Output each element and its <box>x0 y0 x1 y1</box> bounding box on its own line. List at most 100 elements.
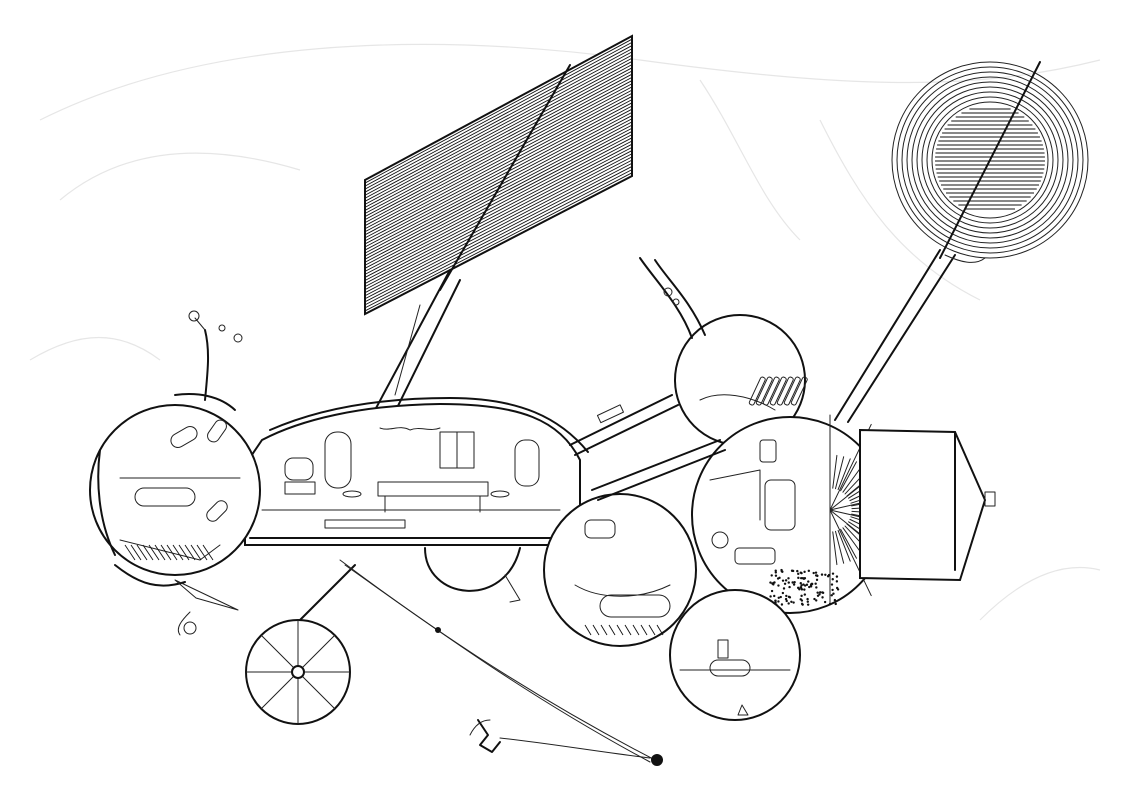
pod-hatch-line <box>632 624 640 636</box>
panel-hatch-line <box>364 76 633 220</box>
panel-hatch-line <box>364 124 633 266</box>
stipple-dot <box>780 603 784 606</box>
stipple-dot <box>777 600 780 603</box>
stipple-dot <box>784 579 788 582</box>
box-module <box>859 428 996 582</box>
grow-bar <box>783 376 801 406</box>
pod-hatch-line <box>130 544 142 561</box>
pod-hatch-line <box>608 624 616 636</box>
grow-bar <box>748 376 766 406</box>
stipple-dot <box>803 584 807 587</box>
stipple-dot <box>807 580 810 583</box>
stipple-dot <box>785 599 788 603</box>
stipple-dot <box>779 595 782 599</box>
stipple-dot <box>820 573 824 576</box>
stipple-dot <box>773 594 776 598</box>
wheel-spoke <box>297 634 336 673</box>
stipple-dot <box>777 596 780 599</box>
lower-pod <box>669 589 801 721</box>
pod-hatch-line <box>172 544 184 561</box>
panel-hatch-line <box>364 83 633 227</box>
stipple-dot <box>770 589 774 593</box>
pod-hatch-line <box>584 624 592 636</box>
panel-hatch-line <box>364 57 633 202</box>
stipple-dot <box>782 587 786 590</box>
panel-hatch-line <box>364 121 633 263</box>
panel-hatch-line <box>364 105 633 248</box>
stipple-dot <box>812 571 815 575</box>
stipple-dot <box>785 594 788 598</box>
panel-hatch-line <box>364 54 633 199</box>
stipple-dot <box>823 600 827 604</box>
pod-hatch-line <box>124 544 136 561</box>
panel-hatch-line <box>364 80 633 224</box>
stipple-dot <box>799 571 803 574</box>
stipple-dot <box>831 588 834 592</box>
stipple-dot <box>793 581 796 584</box>
pod-hatch-line <box>148 544 160 561</box>
pod-hatch-line <box>142 544 154 561</box>
panel-hatch-line <box>364 150 633 291</box>
panel-hatch-line <box>364 108 633 251</box>
stipple-dot <box>821 596 824 599</box>
stipple-dot <box>807 569 811 573</box>
radial-dish <box>834 61 1089 423</box>
dish-ring <box>891 61 1089 259</box>
stipple-dot <box>806 597 809 601</box>
panel-hatch-line <box>364 35 633 181</box>
stipple-dot <box>818 593 821 596</box>
stipple-dot <box>821 591 824 594</box>
stipple-dot <box>800 588 804 591</box>
tethered-probe <box>339 559 663 766</box>
stipple-dot <box>796 569 799 573</box>
stipple-dot <box>835 580 839 583</box>
stipple-dot <box>791 569 795 573</box>
panel-hatch-line <box>364 166 633 306</box>
stipple-dot <box>790 600 793 603</box>
stipple-dot <box>833 598 837 602</box>
stipple-dot <box>808 585 811 589</box>
stipple-dot <box>815 578 819 582</box>
panel-hatch-line <box>364 172 633 312</box>
stipple-dot <box>792 583 796 586</box>
dish-ring <box>926 96 1054 224</box>
stipple-dot <box>809 585 813 588</box>
dish-ring <box>906 76 1074 244</box>
pod-hatch-line <box>624 624 632 636</box>
panel-hatch-line <box>364 156 633 297</box>
dish-ring <box>931 101 1049 219</box>
panel-hatch-line <box>364 41 633 187</box>
pod-hatch-line <box>592 624 600 636</box>
stipple-dot <box>810 582 814 586</box>
pod-hatch-line <box>136 544 148 561</box>
stipple-dot <box>803 593 807 596</box>
stipple-dot <box>769 595 772 598</box>
fan-spike <box>834 530 845 564</box>
panel-hatch-line <box>364 73 633 217</box>
panel-hatch-line <box>364 127 633 269</box>
fan-spike <box>834 456 845 490</box>
stipple-dot <box>770 574 773 577</box>
stipple-dot <box>781 591 785 595</box>
stipple-dot <box>828 602 832 606</box>
grow-bar <box>776 376 794 406</box>
main-hull <box>244 397 589 603</box>
panel-hatch-line <box>364 67 633 211</box>
stipple-dot <box>805 583 809 586</box>
panel-hatch-line <box>364 45 633 190</box>
panel-hatch-line <box>364 38 633 184</box>
stipple-dot <box>791 581 794 584</box>
stipple-dot <box>787 595 791 599</box>
dish-ring <box>921 91 1059 229</box>
dish-ring <box>916 86 1064 234</box>
panel-hatch-line <box>364 51 633 196</box>
panel-hatch-line <box>364 64 633 208</box>
fan-spike <box>837 529 851 562</box>
wheel-spoke <box>260 634 299 673</box>
stipple-dot <box>803 570 806 574</box>
stipple-dot <box>800 594 803 598</box>
stipple-dot <box>799 576 803 580</box>
pod-hatch-line <box>184 544 196 561</box>
